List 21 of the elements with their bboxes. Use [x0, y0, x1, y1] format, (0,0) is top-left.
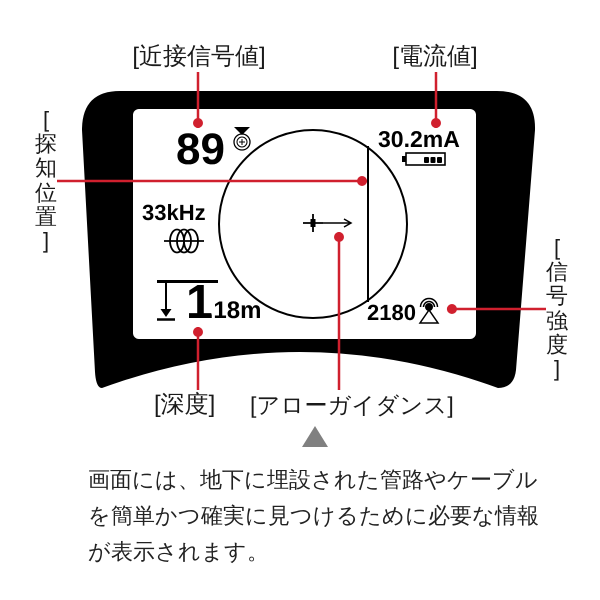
proximity-value: 89 — [176, 128, 225, 172]
leader-line — [193, 327, 203, 390]
callout-label: [近接信号値] — [132, 42, 266, 72]
callout-label: [信号強度] — [546, 236, 568, 382]
leader-line — [334, 232, 344, 390]
signal-strength-value: 2180 — [367, 302, 416, 324]
leader-line — [193, 72, 203, 128]
callout-label: [電流値] — [392, 42, 478, 72]
depth-decimal: .18m — [206, 299, 262, 323]
callout-label: [アローガイダンス] — [250, 390, 454, 420]
crosshair-arrow-icon — [301, 214, 353, 232]
leader-line — [431, 72, 441, 128]
callout-label: [探知位置] — [35, 108, 57, 254]
leader-line — [57, 176, 367, 186]
depth-value: 1 — [186, 279, 207, 327]
frequency-value: 33kHz — [142, 202, 206, 224]
leader-line — [446, 304, 546, 314]
caption-text: 画面には、地下に埋設された管路やケーブルを簡単かつ確実に見つけるために必要な情報が表示されます。 — [88, 466, 540, 566]
callout-label: [深度] — [154, 390, 216, 420]
current-value: 30.2mA — [378, 128, 460, 151]
position-line — [367, 146, 369, 302]
